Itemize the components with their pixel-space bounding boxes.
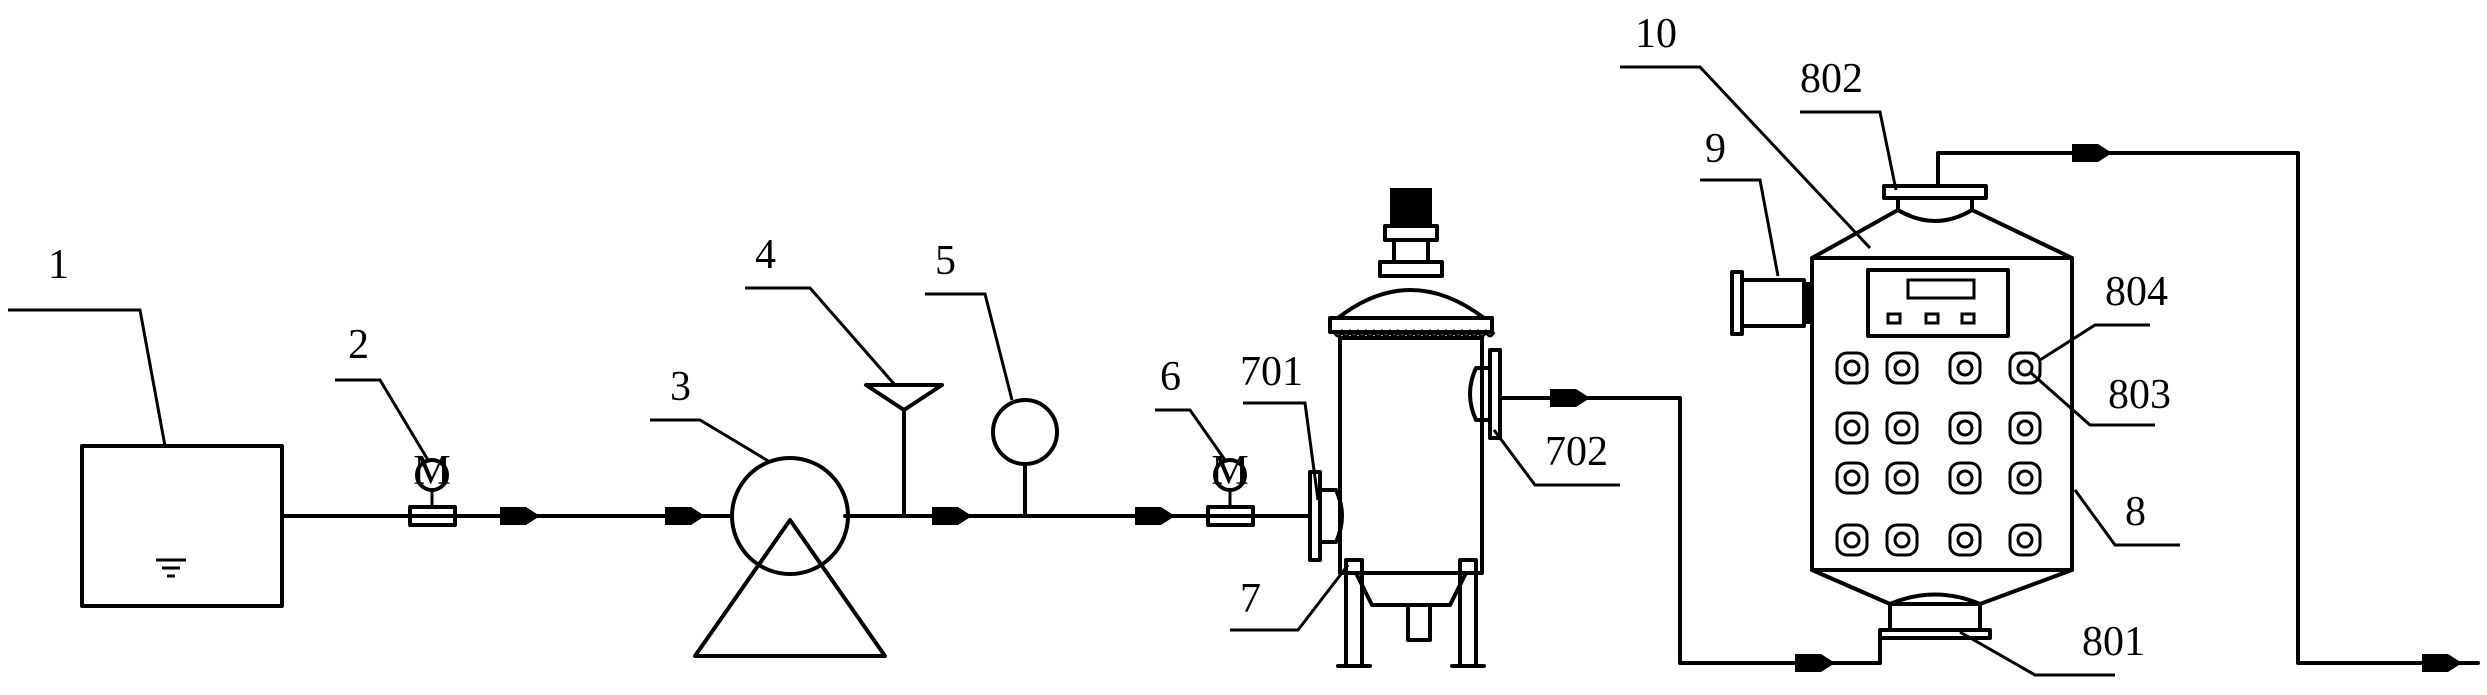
label-6: 6 — [1160, 354, 1181, 400]
control-panel — [1866, 268, 2010, 338]
flow-meter-2: M — [408, 448, 457, 527]
label-802: 802 — [1800, 56, 1863, 102]
label-7: 7 — [1240, 576, 1261, 622]
flow-arrow-icon — [2422, 654, 2462, 672]
label-5: 5 — [935, 238, 956, 284]
storage-tank — [80, 444, 284, 608]
meter-symbol: M — [413, 448, 450, 494]
flow-arrow-icon — [665, 507, 705, 525]
dosing-funnel — [864, 383, 944, 518]
flow-arrows — [500, 144, 2462, 672]
label-2: 2 — [348, 322, 369, 368]
label-8: 8 — [2125, 489, 2146, 535]
part-labels: 1 2 3 4 5 6 701 7 702 10 9 802 804 803 8… — [48, 11, 2171, 665]
leader-lines — [8, 65, 2180, 677]
reactor-vessel — [1730, 184, 2074, 640]
label-3: 3 — [670, 364, 691, 410]
label-10: 10 — [1635, 11, 1677, 57]
self-cleaning-filter — [1308, 188, 1502, 668]
label-702: 702 — [1545, 429, 1608, 475]
flow-meter-6: M — [1206, 448, 1255, 527]
flow-arrow-icon — [500, 507, 540, 525]
flow-arrow-icon — [1135, 507, 1175, 525]
flow-arrow-icon — [932, 507, 972, 525]
water-level-icon — [156, 558, 186, 578]
motor — [1390, 188, 1432, 226]
pressure-gauge — [991, 398, 1059, 518]
side-inlet-pipe — [1730, 270, 1812, 336]
label-803: 803 — [2108, 372, 2171, 418]
label-1: 1 — [48, 242, 69, 288]
label-804: 804 — [2105, 269, 2168, 315]
flow-arrow-icon — [1550, 389, 1590, 407]
label-801: 801 — [2082, 619, 2145, 665]
label-4: 4 — [755, 232, 776, 278]
flow-arrow-icon — [1795, 654, 1835, 672]
label-9: 9 — [1705, 126, 1726, 172]
lamp-ports — [1835, 351, 2042, 557]
label-701: 701 — [1240, 349, 1303, 395]
flange-bolts — [1332, 328, 1496, 338]
pump — [693, 456, 887, 658]
meter-symbol: M — [1211, 448, 1248, 494]
flow-arrow-icon — [2072, 144, 2112, 162]
